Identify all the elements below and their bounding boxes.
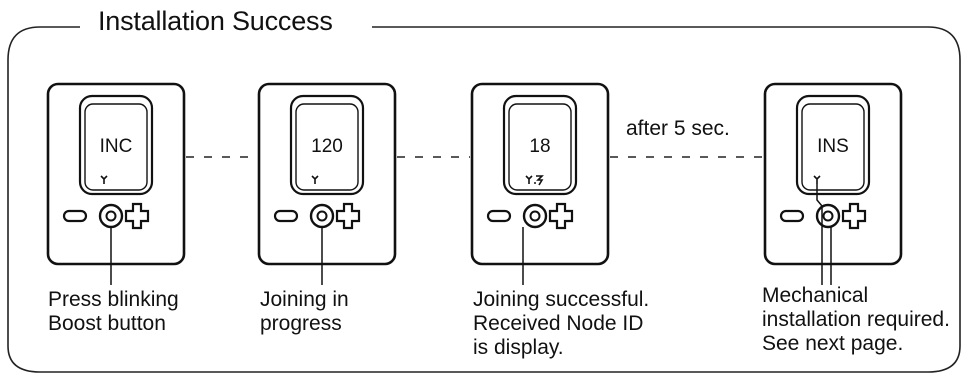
device-caption: Mechanical installation required. See ne…: [762, 284, 950, 355]
plus-icon: [124, 202, 150, 230]
device-2: 120: [257, 82, 397, 285]
diagram-title: Installation Success: [90, 6, 341, 37]
signal-bars-icon: [534, 175, 544, 186]
device-1: INC: [46, 82, 186, 285]
device-caption: Press blinking Boost button: [48, 288, 179, 335]
plus-icon: [841, 202, 867, 230]
boost-button-icon: [98, 203, 124, 229]
boost-button-icon: [309, 203, 335, 229]
device-caption: Joining in progress: [260, 288, 349, 335]
antenna-icon: [813, 175, 821, 184]
plus-icon: [335, 202, 361, 230]
minus-icon: [273, 209, 299, 223]
antenna-icon: [525, 175, 533, 184]
antenna-icon: [311, 175, 319, 184]
device-display-value: INS: [817, 136, 849, 157]
callout-line: [816, 184, 823, 285]
boost-button-icon: [815, 203, 841, 229]
minus-icon: [779, 209, 805, 223]
transition-note: after 5 sec.: [626, 117, 730, 140]
antenna-icon: [100, 175, 108, 184]
device-display-value: INC: [100, 136, 133, 157]
device-4: INS: [763, 82, 903, 285]
outer-frame: [7, 26, 961, 373]
device-display-value: 18: [529, 136, 550, 157]
device-caption: Joining successful. Received Node ID is …: [473, 288, 650, 359]
device-display-value: 120: [311, 136, 343, 157]
minus-icon: [486, 209, 512, 223]
device-3: 18: [470, 82, 610, 285]
plus-icon: [548, 202, 574, 230]
minus-icon: [62, 209, 88, 223]
boost-button-icon: [522, 203, 548, 229]
